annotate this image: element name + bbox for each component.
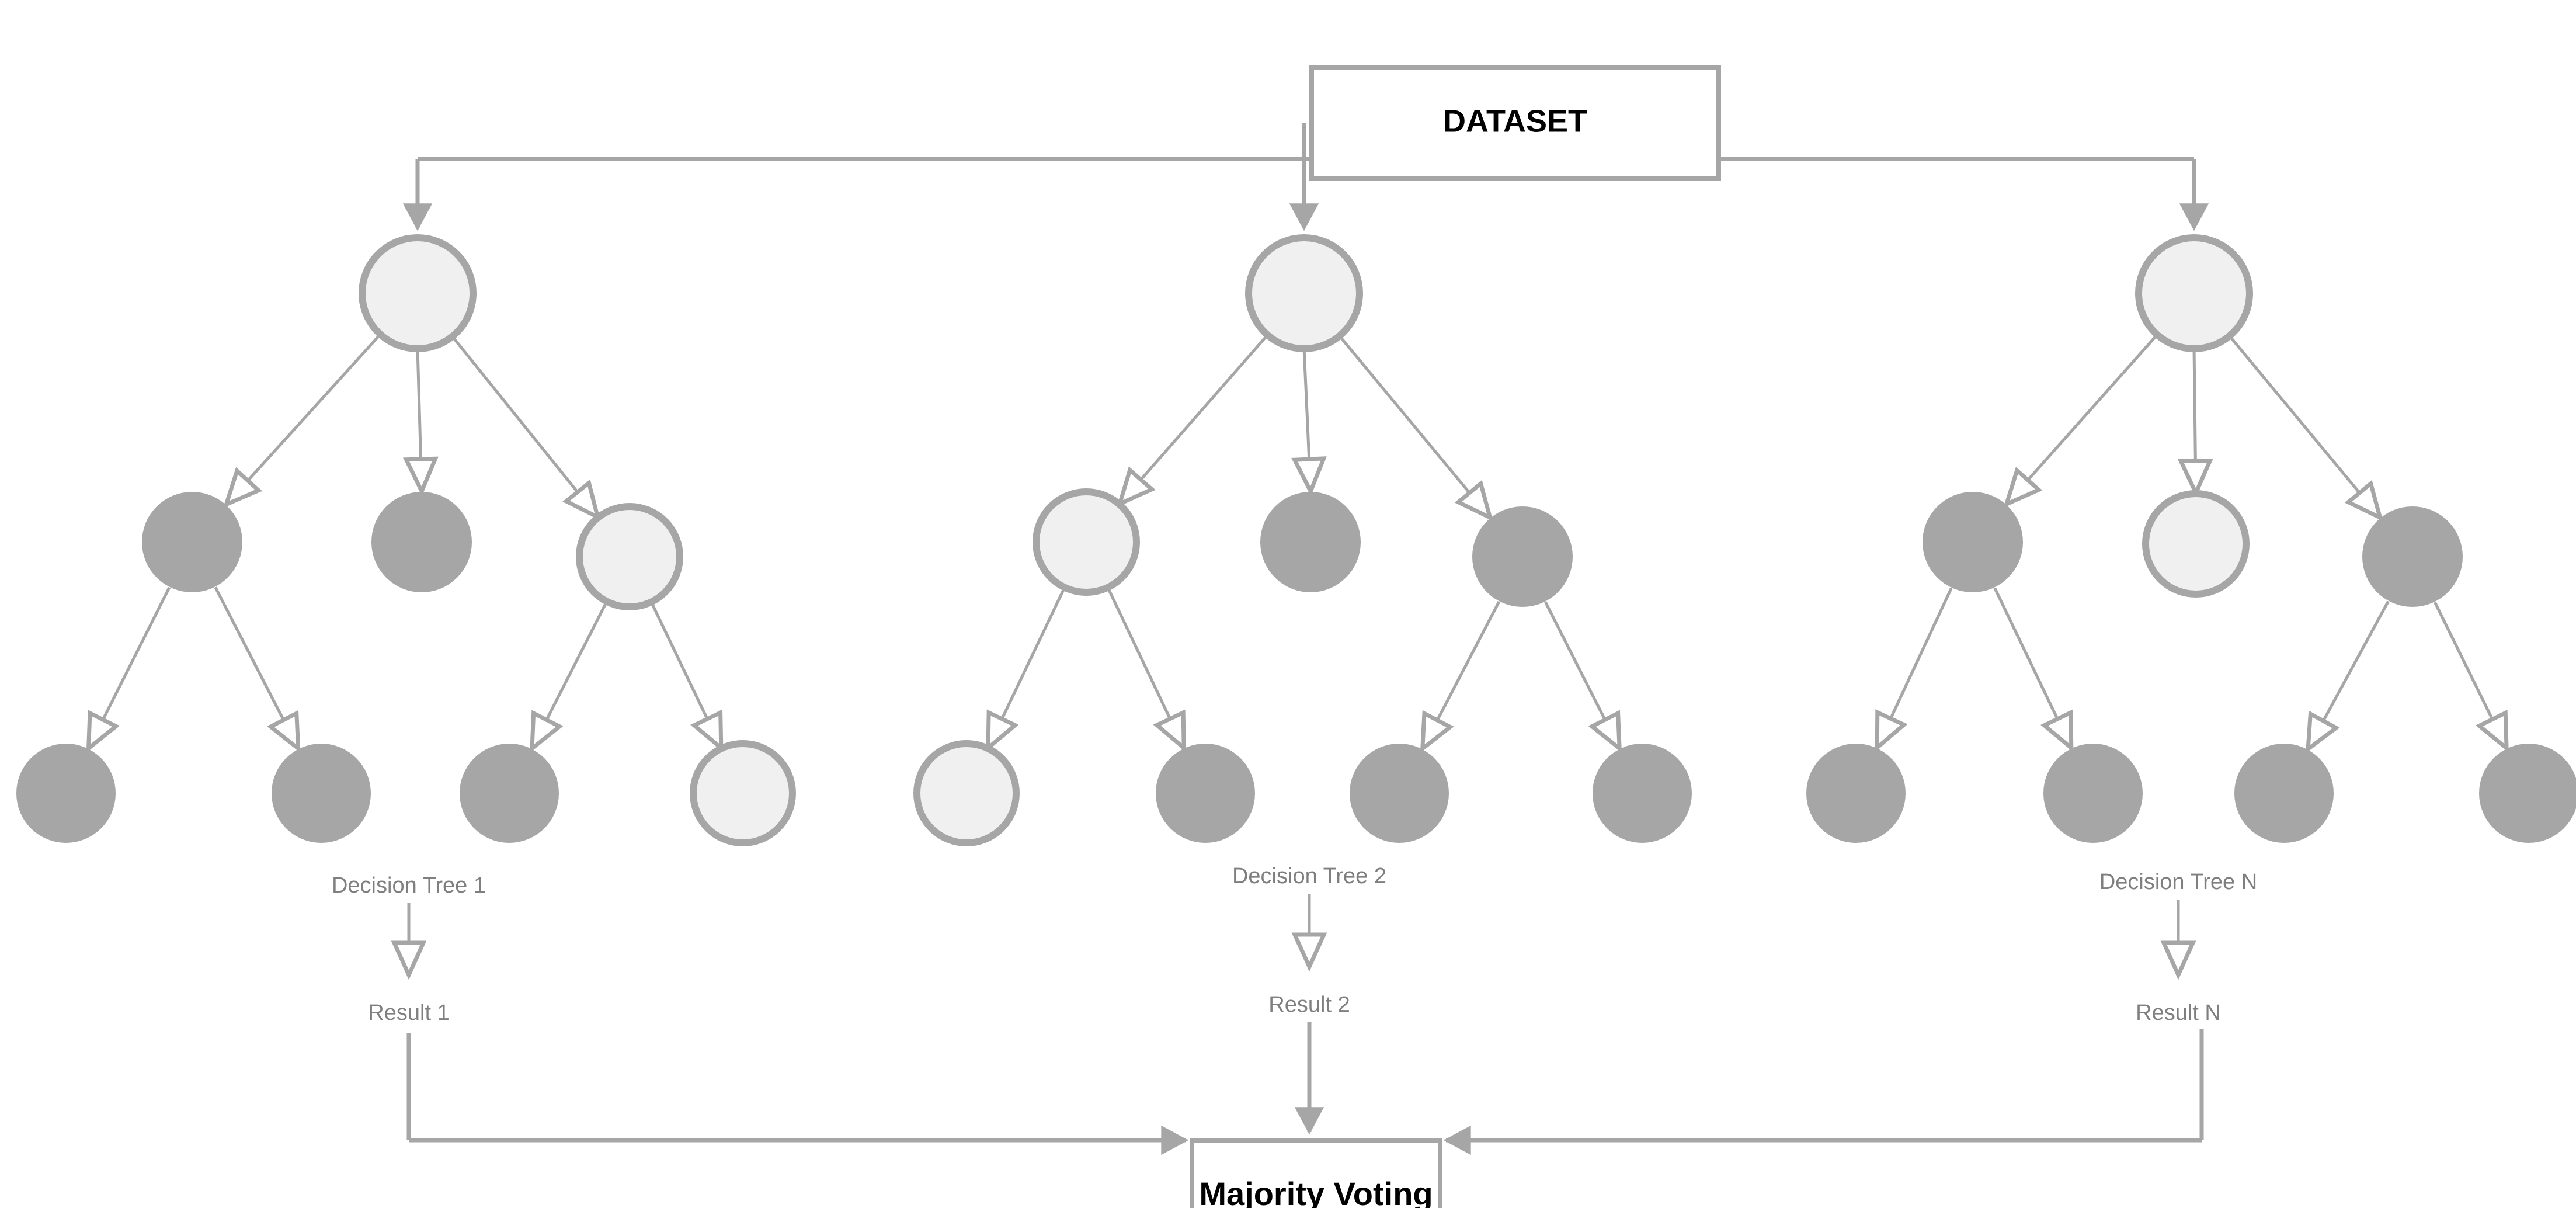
tree-1-leaf-node-2[interactable]	[460, 744, 559, 843]
tree-n-leaf-node-0[interactable]	[1806, 744, 1906, 843]
node-layer	[16, 234, 2576, 846]
tree-1-leaf-node-0[interactable]	[16, 744, 116, 843]
tree-1-mid-node-0[interactable]	[142, 492, 242, 592]
tree-n-leaf-node-3[interactable]	[2479, 744, 2576, 843]
tree-2-result-label: Result 2	[1268, 992, 1350, 1017]
box-layer	[1190, 65, 1721, 1208]
tree-2-leaf-edge-3	[1544, 601, 1618, 746]
tree-2-leaf-node-1[interactable]	[1156, 744, 1255, 843]
tree-2-root-edge-2	[1339, 335, 1488, 515]
tree-1-label: Decision Tree 1	[332, 873, 486, 898]
tree-1-root-edge-2	[451, 336, 596, 515]
tree-1-root-node[interactable]	[359, 234, 477, 352]
tree-n-leaf-edge-0	[1878, 587, 1953, 745]
tree-2-mid-node-1[interactable]	[1260, 492, 1361, 592]
tree-2-leaf-node-3[interactable]	[1593, 744, 1692, 843]
tree-1-leaf-edge-2	[533, 601, 608, 746]
tree-1-mid-node-1[interactable]	[371, 492, 472, 592]
edge-layer	[90, 123, 2505, 1155]
tree-2-mid-node-2[interactable]	[1472, 506, 1573, 607]
tree-n-root-edge-0	[2008, 334, 2158, 502]
tree-n-leaf-edge-3	[2434, 601, 2505, 745]
tree-2-root-edge-1	[1304, 348, 1310, 488]
tree-1-leaf-edge-1	[214, 586, 297, 746]
tree-2-leaf-edge-0	[989, 587, 1066, 745]
tree-1-leaf-node-3[interactable]	[690, 740, 796, 846]
tree-2-leaf-edge-1	[1107, 587, 1183, 745]
tree-1-mid-node-2[interactable]	[576, 503, 683, 610]
tree-n-result-label: Result N	[2136, 1001, 2221, 1025]
dataset-box[interactable]	[1309, 65, 1721, 181]
tree-1-result-label: Result 1	[368, 1001, 449, 1025]
tree-n-root-edge-1	[2194, 348, 2196, 490]
tree-1-root-edge-0	[228, 334, 381, 502]
tree-2-leaf-edge-2	[1424, 601, 1501, 746]
dataset-box-label: DATASET	[1443, 103, 1587, 138]
tree-n-leaf-edge-2	[2309, 600, 2390, 747]
tree-n-mid-node-2[interactable]	[2362, 506, 2463, 607]
tree-2-label: Decision Tree 2	[1232, 864, 1386, 888]
tree-n-label: Decision Tree N	[2099, 870, 2257, 894]
tree-n-root-node[interactable]	[2135, 234, 2253, 352]
tree-1-leaf-node-1[interactable]	[272, 744, 371, 843]
tree-n-mid-node-1[interactable]	[2142, 490, 2250, 598]
majority-voting-box[interactable]	[1190, 1138, 1442, 1208]
tree-n-leaf-edge-1	[1993, 587, 2070, 745]
tree-2-leaf-node-2[interactable]	[1350, 744, 1449, 843]
tree-2-mid-node-0[interactable]	[1033, 488, 1140, 596]
tree-1-leaf-edge-0	[90, 586, 171, 746]
majority-voting-box-label: Majority Voting	[1199, 1175, 1433, 1208]
tree-1-leaf-edge-3	[650, 602, 720, 745]
tree-1-root-edge-1	[418, 348, 422, 488]
tree-n-root-edge-2	[2229, 335, 2378, 515]
tree-n-leaf-node-1[interactable]	[2043, 744, 2143, 843]
label-layer: Decision Tree 1 Result 1 Decision Tree 2 Re…	[332, 103, 2257, 1208]
tree-2-leaf-node-0[interactable]	[913, 740, 1020, 846]
tree-n-mid-node-0[interactable]	[1923, 492, 2023, 592]
tree-n-leaf-node-2[interactable]	[2234, 744, 2334, 843]
tree-2-root-node[interactable]	[1245, 234, 1363, 352]
tree-2-root-edge-0	[1122, 334, 1268, 502]
